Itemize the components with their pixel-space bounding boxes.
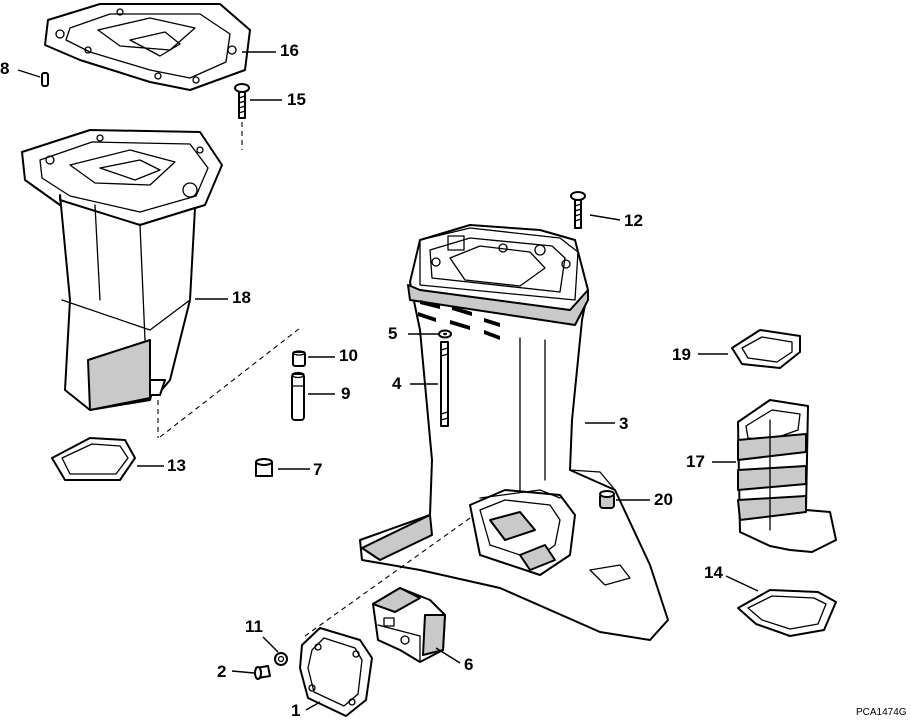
part-15-bolt [234, 83, 250, 119]
part-7-grommet [255, 458, 273, 477]
callout-19: 19 [672, 345, 691, 364]
part-1-cover-plate [299, 627, 373, 717]
callout-20: 20 [654, 490, 673, 509]
leader-lines [17, 51, 759, 711]
callout-4: 4 [392, 374, 402, 393]
part-16-gasket [44, 3, 251, 91]
callout-14: 14 [704, 563, 723, 582]
part-18-guide-line [157, 327, 301, 438]
callout-1: 1 [291, 701, 301, 720]
part-11-washer [274, 652, 288, 666]
callout-18: 18 [232, 288, 251, 307]
callout-16: 16 [280, 41, 299, 60]
callout-15: 15 [287, 90, 306, 109]
callout-7: 7 [313, 460, 323, 479]
part-20-plug [599, 490, 615, 509]
part-13-seal [51, 437, 136, 481]
part-4-stud [440, 341, 449, 427]
part-17-exhaust-tube [737, 399, 837, 553]
part-6-bracket [372, 587, 446, 663]
part-5-washer [438, 329, 452, 339]
part-14-gasket [737, 589, 837, 637]
callout-3: 3 [619, 414, 629, 433]
part-9-tube [291, 371, 305, 421]
callout-9: 9 [341, 384, 351, 403]
callout-5: 5 [388, 324, 398, 343]
part-10-sleeve [292, 350, 306, 367]
callout-13: 13 [167, 456, 186, 475]
part-2-screw [254, 665, 271, 680]
reference-code: PCA1474G [856, 707, 907, 718]
part-12-bolt [570, 191, 586, 229]
callout-8: 8 [0, 59, 10, 78]
callout-12: 12 [624, 211, 643, 230]
part-19-seal [731, 329, 801, 369]
part-3-drive-shaft-housing [359, 224, 669, 641]
callout-6: 6 [464, 655, 474, 674]
callout-10: 10 [339, 346, 358, 365]
callout-17: 17 [686, 452, 705, 471]
part-8-dowel-pin [41, 72, 49, 87]
part-18-exhaust-housing [21, 129, 223, 411]
callout-11: 11 [245, 617, 263, 636]
callout-2: 2 [217, 662, 227, 681]
part-3-guide-line [304, 517, 471, 637]
